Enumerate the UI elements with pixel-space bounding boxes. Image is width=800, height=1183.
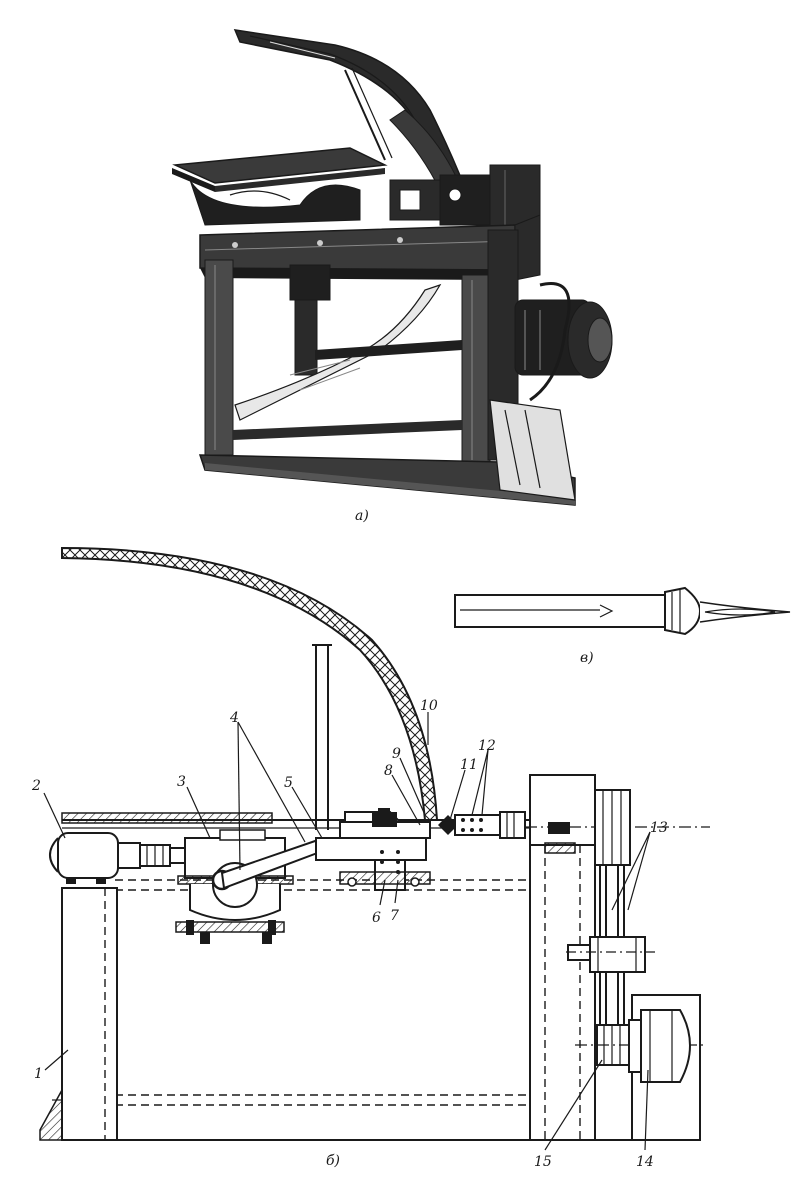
label-10: 10 [420, 698, 438, 714]
frame-top-beam [199, 224, 516, 271]
callout-leaders [43, 712, 651, 1151]
label-14: 14 [636, 1154, 654, 1170]
label-15: 15 [534, 1154, 552, 1170]
machine-schematic [39, 546, 710, 1141]
label-3: 3 [177, 774, 186, 790]
rotating-cutter [438, 811, 526, 839]
drive-motor [628, 994, 701, 1141]
rubber-strip [234, 283, 442, 421]
cutting-tool-view [454, 586, 791, 636]
label-1: 1 [34, 1066, 43, 1082]
label-4: 4 [229, 710, 239, 726]
label-9: 9 [392, 746, 401, 762]
caption-photo: а) [355, 508, 369, 524]
frame-leg-left [204, 259, 234, 456]
electric-motor-perspective [514, 282, 613, 402]
label-8: 8 [384, 763, 393, 779]
part-labels: 1 2 3 4 5 6 7 8 9 10 11 12 13 14 15 [31, 698, 668, 1170]
belt-drive [566, 789, 705, 1066]
machine-perspective-view [172, 29, 613, 506]
label-5: 5 [284, 775, 293, 791]
label-12: 12 [478, 738, 496, 754]
feed-motor [49, 832, 189, 884]
label-11: 11 [460, 757, 478, 773]
table-plate [172, 147, 388, 184]
right-column [529, 774, 596, 846]
label-13: 13 [650, 820, 668, 836]
knife-carriage [315, 808, 431, 891]
caption-drawing: б) [326, 1153, 340, 1169]
label-7: 7 [390, 908, 399, 924]
reduction-gearbox [175, 829, 294, 944]
label-6: 6 [372, 910, 381, 926]
frame-leg-right [461, 274, 491, 466]
caption-tool: в) [580, 650, 594, 666]
frame-left-column [61, 887, 118, 1141]
label-2: 2 [31, 778, 41, 794]
curved-feed-chute [61, 546, 439, 821]
